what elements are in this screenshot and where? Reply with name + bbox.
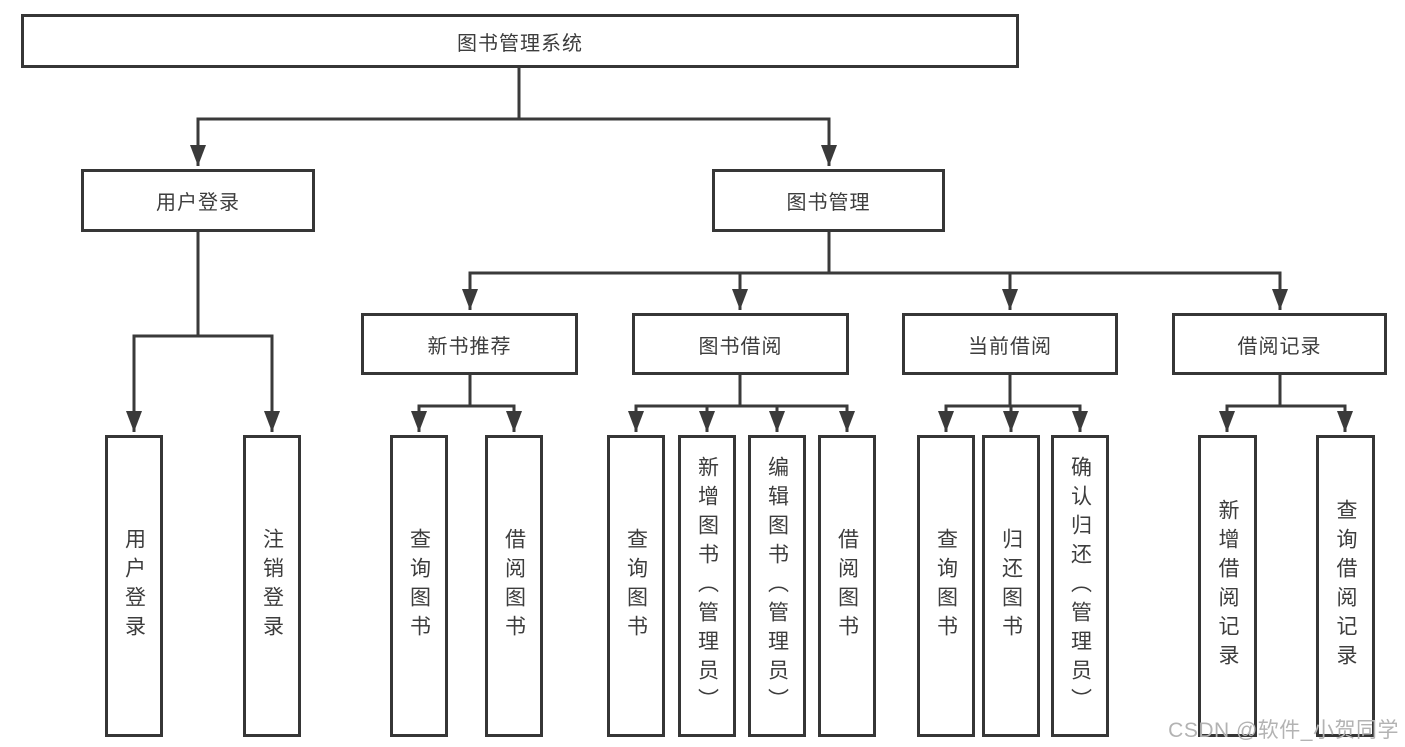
leaf-borrow-books: 借阅图书 [818, 435, 876, 737]
node-borrowing-records: 借阅记录 [1172, 313, 1387, 375]
leaf-borrow-books-recommend: 借阅图书 [485, 435, 543, 737]
connector-book-mgmt [468, 232, 1282, 275]
connector-root [196, 68, 831, 121]
connector-current [944, 375, 1082, 408]
leaf-query-books-borrowing: 查询图书 [607, 435, 665, 737]
connector-borrowing [634, 375, 849, 408]
connector-new-books [417, 375, 516, 408]
node-root-system: 图书管理系统 [21, 14, 1019, 68]
leaf-user-login: 用户登录 [105, 435, 163, 737]
leaf-confirm-return-admin: 确认归还（管理员） [1051, 435, 1109, 737]
node-book-management: 图书管理 [712, 169, 945, 232]
node-new-book-recommend: 新书推荐 [361, 313, 578, 375]
connector-user-login [132, 232, 274, 338]
leaf-query-borrow-record: 查询借阅记录 [1316, 435, 1375, 737]
leaf-query-books-current: 查询图书 [917, 435, 975, 737]
node-book-borrowing: 图书借阅 [632, 313, 849, 375]
leaf-logout: 注销登录 [243, 435, 301, 737]
leaf-add-borrow-record: 新增借阅记录 [1198, 435, 1257, 737]
node-user-login: 用户登录 [81, 169, 315, 232]
node-current-borrowing: 当前借阅 [902, 313, 1118, 375]
leaf-query-books-recommend: 查询图书 [390, 435, 448, 737]
leaf-return-books: 归还图书 [982, 435, 1040, 737]
connector-records [1225, 375, 1347, 408]
csdn-watermark: CSDN @软件_小贺同学 [1168, 719, 1399, 742]
leaf-add-books-admin: 新增图书（管理员） [678, 435, 736, 737]
leaf-edit-books-admin: 编辑图书（管理员） [748, 435, 806, 737]
